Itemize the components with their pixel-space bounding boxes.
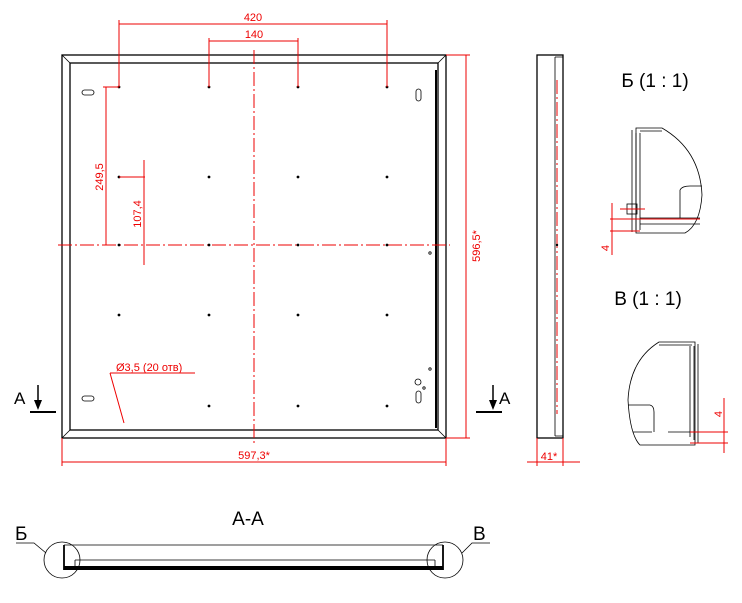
svg-text:A-A: A-A <box>232 509 264 530</box>
slot <box>81 395 95 402</box>
svg-text:420: 420 <box>244 12 262 24</box>
side-view: 41* <box>527 54 580 466</box>
mounting-hole <box>207 313 211 317</box>
svg-text:Б (1 : 1): Б (1 : 1) <box>621 71 688 92</box>
mounting-holes <box>117 85 389 408</box>
mounting-hole <box>296 243 300 247</box>
section-a-a: A-A Б В <box>15 509 490 579</box>
front-view: 420 140 249,5 107,4 596,5* 597,3* Ø3,5 (… <box>14 12 511 466</box>
mounting-hole <box>385 404 389 408</box>
hole-callout: Ø3,5 (20 отв) <box>109 362 195 424</box>
svg-text:A: A <box>14 389 26 408</box>
svg-text:4: 4 <box>713 411 725 417</box>
mounting-hole <box>207 404 211 408</box>
svg-text:Ø3,5 (20 отв): Ø3,5 (20 отв) <box>116 362 182 374</box>
svg-text:Б: Б <box>15 524 27 545</box>
mounting-hole <box>385 313 389 317</box>
mounting-hole <box>207 243 211 247</box>
detail-b-callout-circle <box>43 541 81 579</box>
dimension-width: 597,3* <box>61 438 447 466</box>
slot <box>81 89 95 96</box>
svg-text:140: 140 <box>245 29 263 41</box>
dimension-107-4: 107,4 <box>119 160 145 265</box>
svg-text:A: A <box>499 389 511 408</box>
section-mark-left: A <box>14 385 56 413</box>
mounting-hole <box>296 404 300 408</box>
svg-text:249,5: 249,5 <box>94 163 106 191</box>
mounting-hole <box>117 243 121 247</box>
dimension-height: 596,5* <box>446 54 483 439</box>
mounting-hole <box>296 175 300 179</box>
svg-text:4: 4 <box>600 245 612 251</box>
svg-text:В (1 : 1): В (1 : 1) <box>614 289 682 310</box>
dimension-249-5: 249,5 <box>94 86 119 245</box>
detail-b: Б (1 : 1) 4 <box>600 71 703 255</box>
slot <box>415 88 422 102</box>
svg-text:597,3*: 597,3* <box>238 450 271 462</box>
section-mark-right: A <box>476 385 511 413</box>
svg-text:107,4: 107,4 <box>132 200 144 228</box>
svg-text:В: В <box>473 524 486 545</box>
mounting-hole <box>385 175 389 179</box>
svg-text:41*: 41* <box>541 451 558 463</box>
dimension-420: 420 <box>118 12 388 87</box>
mounting-hole <box>385 243 389 247</box>
hole <box>414 378 422 386</box>
detail-v-callout-circle <box>426 541 464 579</box>
slot <box>415 390 422 404</box>
mounting-hole <box>296 313 300 317</box>
detail-v: В (1 : 1) 4 <box>614 289 728 453</box>
mounting-hole <box>207 175 211 179</box>
mounting-hole <box>117 313 121 317</box>
dimension-140: 140 <box>208 29 299 87</box>
svg-text:596,5*: 596,5* <box>471 229 483 262</box>
